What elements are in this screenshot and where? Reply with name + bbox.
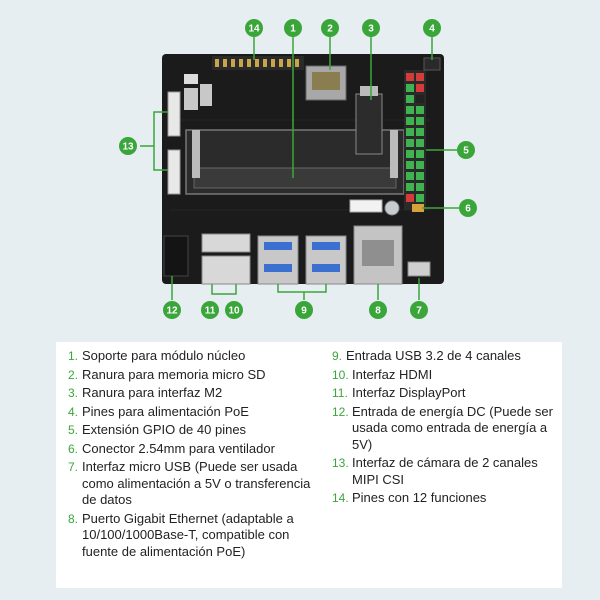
callout-circle-5: [457, 141, 475, 159]
callout-number-8: 8: [375, 306, 381, 317]
legend-item-text: Interfaz micro USB (Puede ser usada como…: [82, 459, 311, 507]
legend-item: 4.Pines para alimentación PoE: [68, 404, 320, 421]
callout-circle-6: [459, 199, 477, 217]
legend-item-number: 5.: [68, 423, 79, 437]
legend-item: 2.Ranura para memoria micro SD: [68, 367, 320, 384]
callout-number-13: 13: [122, 142, 134, 153]
legend-item-text: Ranura para memoria micro SD: [82, 366, 266, 382]
legend-item: 1.Soporte para módulo núcleo: [68, 348, 320, 365]
callout-circle-11: [201, 301, 219, 319]
callout-circle-10: [225, 301, 243, 319]
callout-number-9: 9: [301, 306, 307, 317]
callout-circle-13: [119, 137, 137, 155]
pin-header-12: [212, 56, 304, 70]
legend-item: 3.Ranura para interfaz M2: [68, 385, 320, 402]
legend-item: 13.Interfaz de cámara de 2 canales MIPI …: [332, 455, 558, 488]
callout-number-6: 6: [465, 204, 471, 215]
callout-number-2: 2: [327, 24, 333, 35]
legend-item-number: 4.: [68, 404, 79, 419]
legend-item: 5.Extensión GPIO de 40 pines: [68, 422, 320, 439]
callout-circle-12: [163, 301, 181, 319]
csi-connector-top: [167, 91, 181, 137]
legend-item-text: Pines con 12 funciones: [352, 490, 487, 505]
callout-circle-1: [284, 19, 302, 37]
callout-number-7: 7: [416, 306, 422, 317]
legend-item-number: 12.: [332, 404, 349, 419]
legend-item-number: 2.: [68, 367, 79, 382]
callout-circle-4: [423, 19, 441, 37]
micro-usb-port: [407, 261, 431, 277]
callout-number-1: 1: [290, 24, 296, 35]
legend-item-number: 3.: [68, 386, 79, 400]
legend-item-text: Interfaz DisplayPort: [352, 385, 466, 400]
legend-item: 14.Pines con 12 funciones: [332, 490, 558, 507]
legend-item-text: Pines para alimentación PoE: [82, 403, 249, 419]
legend-item-text: Conector 2.54mm para ventilador: [82, 440, 275, 456]
callout-number-3: 3: [368, 24, 374, 35]
legend-item-number: 10.: [332, 367, 349, 382]
m2-slot: [355, 93, 383, 155]
usb3-ports: [257, 235, 347, 285]
callout-circle-2: [321, 19, 339, 37]
hdmi-port: [201, 233, 251, 253]
legend-item-text: Entrada USB 3.2 de 4 canales: [346, 348, 521, 363]
legend-item-text: Interfaz HDMI: [352, 366, 433, 382]
callout-circle-7: [410, 301, 428, 319]
callout-number-10: 10: [228, 306, 240, 317]
legend-item-text: Entrada de energía DC (Puede ser usada c…: [352, 403, 553, 452]
callout-number-11: 11: [205, 306, 216, 317]
legend-item: 8.Puerto Gigabit Ethernet (adaptable a 1…: [68, 511, 320, 561]
legend-item: 12.Entrada de energía DC (Puede ser usad…: [332, 404, 558, 454]
legend-item-text: Ranura para interfaz M2: [82, 385, 223, 400]
callout-number-12: 12: [166, 306, 178, 317]
legend-item: 9.Entrada USB 3.2 de 4 canales: [332, 348, 558, 365]
legend-item-text: Puerto Gigabit Ethernet (adaptable a 10/…: [82, 510, 294, 559]
dc-power-jack: [163, 235, 189, 277]
displayport-port: [201, 255, 251, 285]
legend-item-number: 6.: [68, 441, 79, 456]
callout-number-14: 14: [248, 24, 260, 35]
legend-item-text: Soporte para módulo núcleo: [82, 348, 246, 363]
callout-number-4: 4: [429, 24, 435, 35]
csi-connector-bottom: [167, 149, 181, 195]
legend-item-number: 9.: [332, 349, 343, 363]
legend-item-number: 14.: [332, 491, 349, 505]
legend-item-number: 8.: [68, 511, 79, 526]
core-module-socket: [185, 129, 405, 195]
legend-item: 10.Interfaz HDMI: [332, 367, 558, 384]
gpio-header: [404, 70, 426, 210]
legend-item: 11. Interfaz DisplayPort: [332, 385, 558, 402]
legend-item-number: 7.: [68, 460, 79, 474]
legend-item: 6.Conector 2.54mm para ventilador: [68, 441, 320, 458]
callout-circle-9: [295, 301, 313, 319]
legend-item-text: Interfaz de cámara de 2 canales MIPI CSI: [352, 455, 538, 487]
callout-circle-8: [369, 301, 387, 319]
legend-item-number: 1.: [68, 349, 79, 363]
legend-item-text: Extensión GPIO de 40 pines: [82, 422, 247, 437]
legend-item-number: 11.: [332, 386, 348, 400]
callout-number-5: 5: [463, 146, 469, 157]
legend-item-number: 13.: [332, 456, 349, 470]
fan-connector: [349, 199, 383, 213]
callout-circle-14: [245, 19, 263, 37]
legend-item: 7.Interfaz micro USB (Puede ser usada co…: [68, 459, 320, 509]
callout-circle-3: [362, 19, 380, 37]
